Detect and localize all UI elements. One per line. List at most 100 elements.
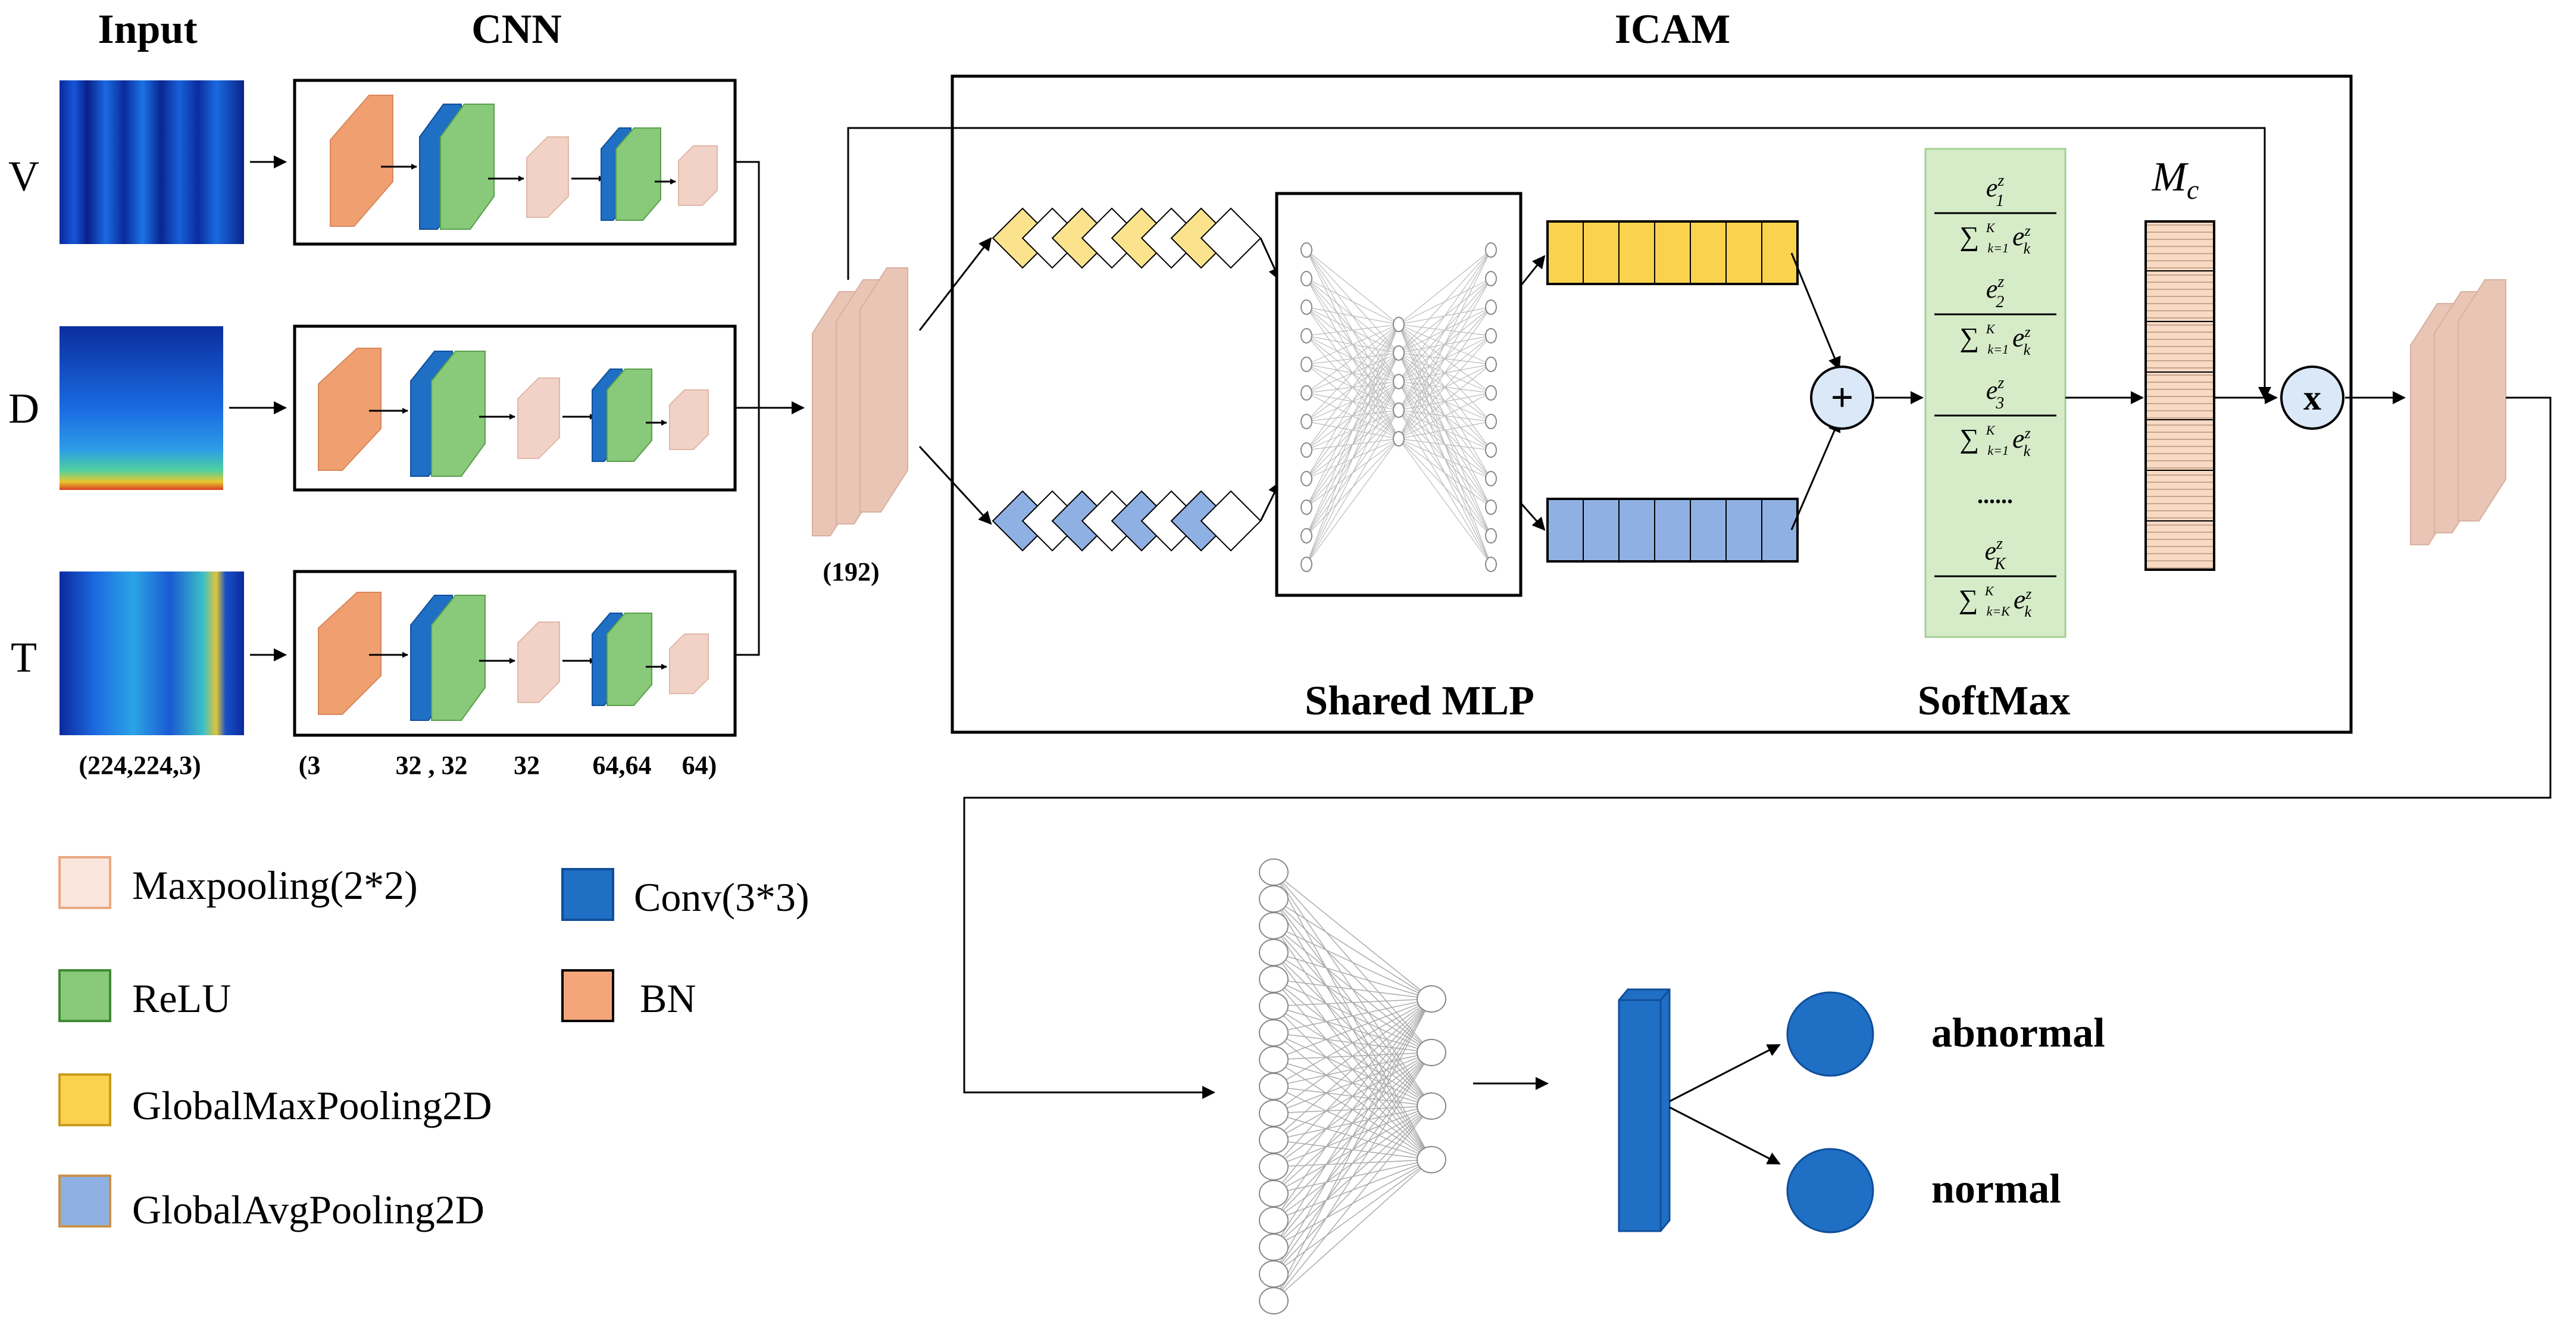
bn-layer xyxy=(318,592,382,715)
input-row-v: V xyxy=(8,80,287,244)
network-node xyxy=(1393,431,1405,446)
relu-layer xyxy=(607,613,652,706)
merge-connector xyxy=(735,161,805,656)
legend-relu: ReLU xyxy=(58,969,231,1022)
legend-maxpooling: Maxpooling(2*2) xyxy=(58,856,418,909)
legend-swatch-maxpooling xyxy=(58,856,111,909)
multiply-operator: x xyxy=(2280,366,2344,430)
spectrogram-t xyxy=(60,572,244,735)
legend-bn: BN xyxy=(561,969,696,1022)
maxpool-layer xyxy=(678,145,718,206)
network-node xyxy=(1300,557,1312,572)
cnn-dim-a: (3 xyxy=(299,751,321,780)
legend-gap: GlobalAvgPooling2D xyxy=(58,1175,484,1232)
icam-box xyxy=(951,74,2353,734)
avg-feature-vector xyxy=(1546,498,1799,563)
network-node xyxy=(1300,357,1312,372)
spectrogram-d xyxy=(60,326,223,490)
softmax-ellipsis: ...... xyxy=(1977,482,2013,508)
network-node xyxy=(1259,858,1289,886)
maxpool-layer xyxy=(517,622,560,703)
legend-swatch-bn xyxy=(561,969,614,1022)
relu-layer xyxy=(607,368,652,462)
network-node xyxy=(1485,357,1497,372)
network-node xyxy=(1393,402,1405,418)
cnn-block-t xyxy=(293,570,737,737)
network-node xyxy=(1259,1073,1289,1100)
maxpool-layer xyxy=(517,377,560,459)
softmax-label: SoftMax xyxy=(1918,678,2071,724)
mc-symbol: Mc xyxy=(2152,154,2199,205)
network-node xyxy=(1259,1233,1289,1261)
network-node xyxy=(1259,885,1289,913)
network-node xyxy=(1259,966,1289,993)
network-node xyxy=(1300,499,1312,515)
maxpool-layer xyxy=(669,633,709,694)
legend-label-gap: GlobalAvgPooling2D xyxy=(132,1187,484,1232)
legend-swatch-gmp xyxy=(58,1073,111,1126)
bn-layer xyxy=(330,95,393,227)
network-node xyxy=(1485,328,1497,343)
network-node xyxy=(1300,271,1312,286)
relu-layer xyxy=(440,104,495,230)
icam-header: ICAM xyxy=(1615,7,1730,52)
maxpool-layer xyxy=(526,136,569,218)
network-node xyxy=(1300,328,1312,343)
row-label-t: T xyxy=(11,633,37,681)
input-dims: (224,224,3) xyxy=(79,751,201,780)
row-label-v: V xyxy=(8,152,39,200)
legend-label-maxpooling: Maxpooling(2*2) xyxy=(132,863,418,908)
cnn-block-v xyxy=(293,79,737,246)
cnn-dim-b: 32 , 32 xyxy=(396,751,468,780)
row-label-d: D xyxy=(8,385,39,432)
legend-swatch-relu xyxy=(58,969,111,1022)
network-node xyxy=(1300,442,1312,458)
network-node xyxy=(1300,528,1312,544)
network-node xyxy=(1300,471,1312,486)
network-node xyxy=(1417,1039,1446,1066)
abnormal-label: abnormal xyxy=(1931,1010,2105,1056)
maxpool-layer xyxy=(669,389,709,450)
classifier-network xyxy=(1259,858,1446,1314)
network-node xyxy=(1485,471,1497,486)
relu-layer xyxy=(615,127,661,221)
network-node xyxy=(1417,1146,1446,1173)
refined-feature-maps xyxy=(2410,279,2506,545)
network-node xyxy=(1393,374,1405,389)
network-node xyxy=(1259,1180,1289,1207)
concat-feature-maps xyxy=(812,267,908,536)
network-node xyxy=(1485,385,1497,401)
abnormal-node xyxy=(1786,991,1874,1077)
bn-layer xyxy=(318,348,382,471)
cnn-dim-c: 32 xyxy=(514,751,540,780)
network-node xyxy=(1259,1153,1289,1181)
cnn-block-d xyxy=(293,324,737,492)
normal-label: normal xyxy=(1931,1166,2061,1212)
network-node xyxy=(1485,299,1497,315)
network-node xyxy=(1259,1260,1289,1288)
times-symbol: x xyxy=(2303,378,2321,417)
network-node xyxy=(1300,385,1312,401)
global-max-pooling-diamonds xyxy=(992,207,1262,269)
network-node xyxy=(1259,939,1289,966)
spectrogram-v xyxy=(60,80,244,244)
legend-label-bn: BN xyxy=(640,976,696,1021)
cnn-dim-e: 64) xyxy=(682,751,717,780)
network-node xyxy=(1393,317,1405,332)
input-row-d: D xyxy=(8,326,287,490)
legend-label-conv: Conv(3*3) xyxy=(634,875,809,920)
classifier-connector xyxy=(963,396,2552,1099)
global-avg-pooling-diamonds xyxy=(992,490,1262,552)
output-dense-bar xyxy=(1618,988,1671,1232)
network-node xyxy=(1485,499,1497,515)
